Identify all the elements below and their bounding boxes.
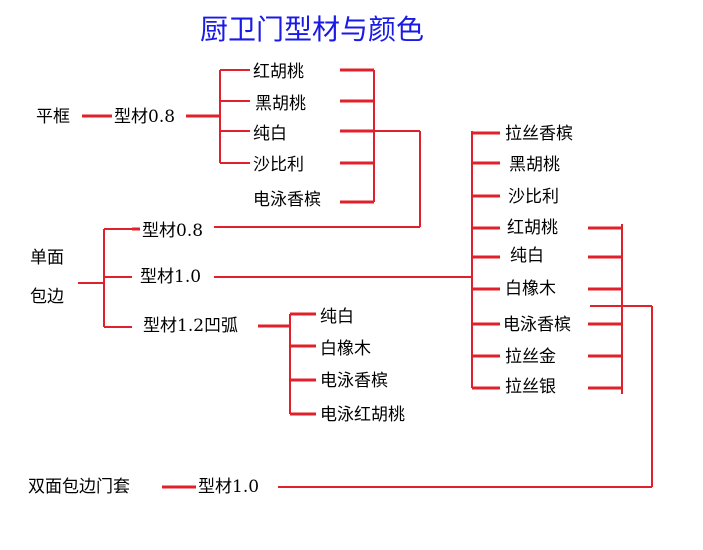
color-item: 电泳香槟 <box>503 315 571 335</box>
color-item: 拉丝金 <box>505 347 556 367</box>
label-edge-wrap: 包边 <box>30 287 64 307</box>
label-profile-1-0-wrap: 型材1.0 <box>140 267 202 287</box>
color-item: 电泳红胡桃 <box>320 405 405 425</box>
color-item: 纯白 <box>320 307 354 327</box>
color-item: 黑胡桃 <box>509 155 560 175</box>
color-item: 纯白 <box>510 246 544 266</box>
label-profile-0-8-wrap: 型材0.8 <box>142 221 204 241</box>
color-item: 拉丝香槟 <box>505 124 573 144</box>
label-profile-1-0-frame: 型材1.0 <box>198 477 260 497</box>
color-item: 白橡木 <box>505 279 556 299</box>
color-item: 电泳香槟 <box>320 371 388 391</box>
label-double-side-frame: 双面包边门套 <box>28 477 130 497</box>
color-item: 电泳香槟 <box>253 190 321 210</box>
color-item: 白橡木 <box>320 339 371 359</box>
color-item: 沙比利 <box>253 155 304 175</box>
color-item: 红胡桃 <box>507 218 558 238</box>
color-item: 沙比利 <box>508 187 559 207</box>
label-profile-0-8-flat: 型材0.8 <box>114 107 176 127</box>
color-item: 红胡桃 <box>253 62 304 82</box>
color-item: 黑胡桃 <box>255 94 306 114</box>
color-item: 拉丝银 <box>505 377 556 397</box>
label-single-side: 单面 <box>30 248 64 268</box>
page-title: 厨卫门型材与颜色 <box>200 13 425 46</box>
color-item: 纯白 <box>253 124 287 144</box>
label-pingkuang: 平框 <box>36 107 70 127</box>
label-profile-1-2-concave: 型材1.2凹弧 <box>143 316 239 336</box>
